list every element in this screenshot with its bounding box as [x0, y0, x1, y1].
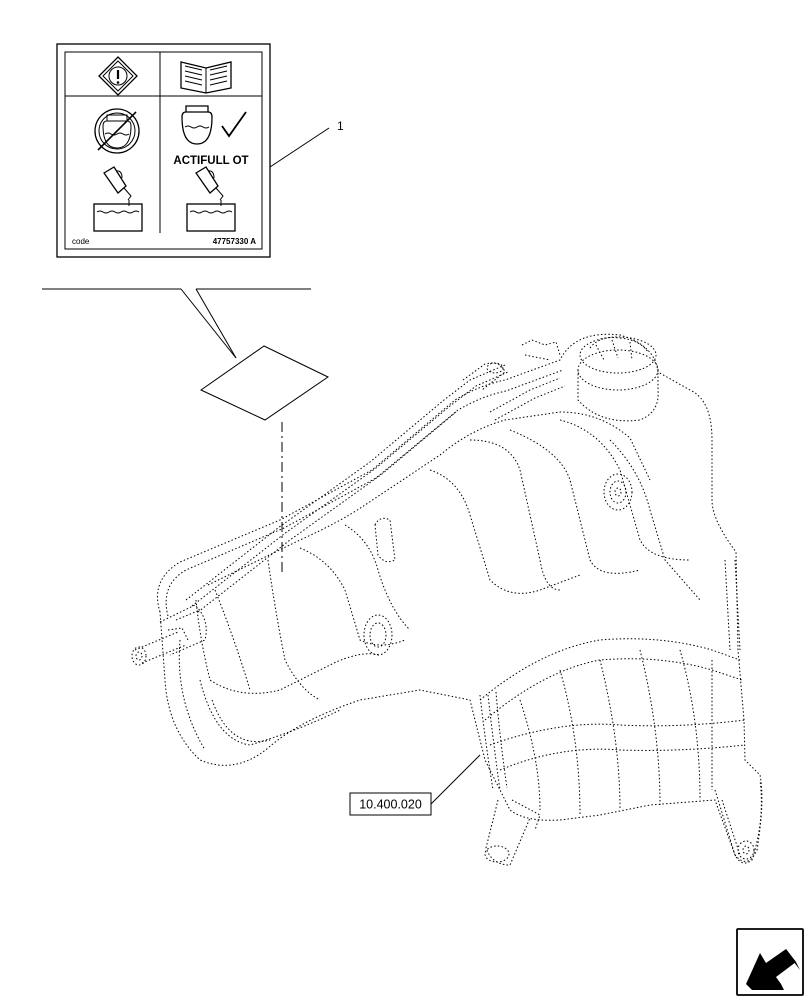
- decal-banner: ACTIFULL OT: [173, 155, 248, 167]
- decal-code-label: code: [72, 237, 90, 246]
- tank-outline: [157, 333, 763, 862]
- reference-leader: [430, 754, 481, 805]
- warning-diamond-icon: [98, 56, 138, 96]
- tank-level-icon: [94, 108, 140, 154]
- decal-part-number: 47757330 A: [213, 237, 257, 246]
- reference-number[interactable]: 10.400.020: [359, 798, 422, 812]
- callout-leader: [269, 127, 330, 168]
- outlet-tube: [484, 799, 541, 866]
- liquid-container-icon: [93, 203, 143, 232]
- inlet-tube: [131, 604, 207, 666]
- side-port: [603, 473, 633, 511]
- reference-callout[interactable]: 10.400.020: [349, 754, 481, 816]
- decal-outer-border: [56, 43, 271, 258]
- liquid-container-icon: [186, 203, 236, 232]
- filler-cap: [521, 336, 659, 422]
- mounting-bracket: [714, 779, 762, 864]
- side-port: [363, 614, 393, 656]
- callout-item-1: 1: [269, 119, 344, 168]
- callout-number: 1: [337, 119, 344, 133]
- pouring-bottle-icon: [195, 166, 224, 206]
- next-page-arrow-icon[interactable]: [736, 928, 804, 996]
- open-book-icon: [180, 61, 232, 94]
- decal: ACTIFULL OT code 47757330 A: [56, 43, 271, 258]
- pouring-bottle-icon: [103, 166, 132, 206]
- expansion-tank: [131, 333, 763, 866]
- label-sheet: [42, 288, 329, 576]
- top-hose: [462, 362, 506, 391]
- decal-inner-border: [64, 51, 263, 250]
- tank-check-icon: [181, 105, 247, 145]
- label-sheet-outline: [200, 345, 329, 421]
